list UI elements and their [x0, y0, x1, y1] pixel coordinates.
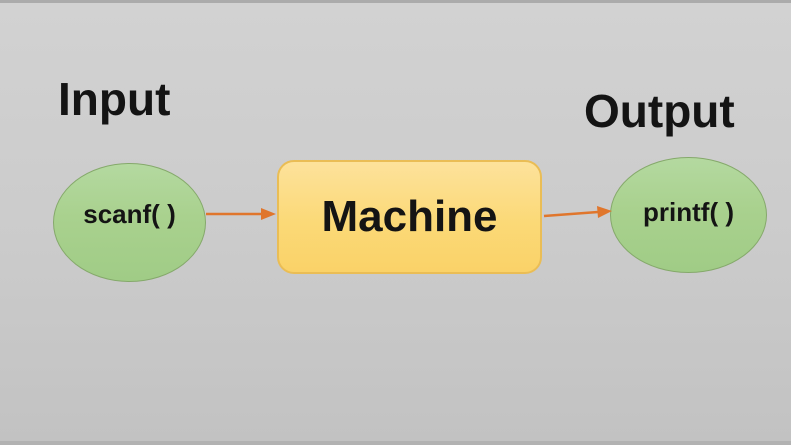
- machine-node: Machine: [277, 160, 542, 274]
- machine-node-label: Machine: [321, 192, 498, 241]
- arrow-input-to-machine-icon: [206, 208, 276, 220]
- input-label: Input: [58, 73, 171, 125]
- arrow-machine-to-output-icon: [543, 206, 612, 218]
- input-node-label: scanf( ): [83, 199, 176, 229]
- output-node-label: printf( ): [643, 196, 734, 227]
- output-label: Output: [584, 85, 735, 137]
- input-node: scanf( ): [53, 163, 206, 282]
- output-node: printf( ): [610, 157, 767, 273]
